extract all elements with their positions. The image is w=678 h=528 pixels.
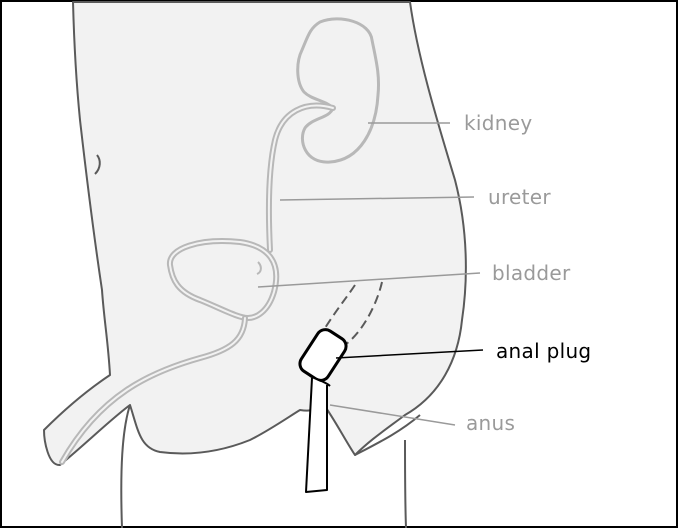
front-leg-line	[121, 405, 130, 528]
anus-label: anus	[466, 411, 515, 435]
ureter-label: ureter	[488, 185, 551, 209]
kidney-shape	[298, 19, 379, 162]
kidney-label: kidney	[464, 111, 532, 135]
body-silhouette	[44, 2, 466, 465]
bladder-label: bladder	[492, 261, 571, 285]
back-thigh-line	[405, 440, 406, 528]
anal-plug-label: anal plug	[496, 339, 591, 363]
